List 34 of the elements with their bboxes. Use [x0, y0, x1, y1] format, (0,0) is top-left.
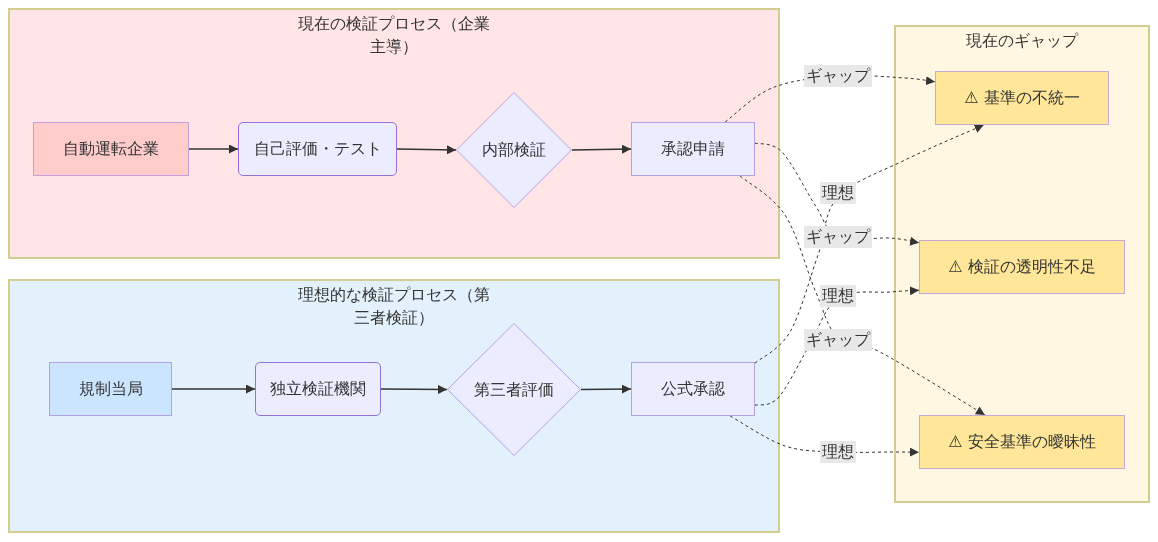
process-box: 公式承認 — [631, 362, 755, 416]
warning-box: ⚠ 安全基準の曖昧性 — [919, 415, 1125, 469]
arrow — [580, 384, 632, 394]
dashed-arrow — [754, 286, 920, 406]
dashed-arrow — [754, 124, 985, 364]
edge-label: ギャップ — [804, 226, 872, 248]
edge-label: ギャップ — [804, 329, 872, 351]
dashed-arrow — [754, 142, 920, 246]
edge-label: 理想 — [820, 285, 856, 307]
arrow — [188, 144, 239, 154]
group-title: 現在のギャップ — [965, 30, 1080, 52]
process-box: 規制当局 — [49, 362, 172, 416]
arrow — [571, 144, 632, 154]
group-panel — [894, 25, 1150, 503]
group-panel — [8, 279, 780, 533]
edge-label: 理想 — [820, 441, 856, 463]
process-box: 承認申請 — [631, 122, 755, 176]
dashed-arrow — [739, 175, 986, 416]
arrow — [171, 384, 256, 394]
decision-diamond: 第三者評価 — [447, 323, 581, 456]
edge-label: 理想 — [820, 182, 856, 204]
arrow — [380, 384, 448, 394]
decision-diamond: 内部検証 — [456, 92, 572, 208]
warning-box: ⚠ 検証の透明性不足 — [919, 240, 1125, 294]
group-title: 現在の検証プロセス（企業主導） — [297, 13, 491, 58]
process-box: 自動運転企業 — [33, 122, 189, 176]
group-panel — [8, 8, 780, 259]
dashed-arrow — [724, 74, 936, 123]
rounded-box: 独立検証機関 — [255, 362, 381, 416]
dashed-arrow — [729, 415, 920, 457]
warning-box: ⚠ 基準の不統一 — [935, 71, 1109, 125]
arrow — [396, 145, 457, 155]
rounded-box: 自己評価・テスト — [238, 122, 397, 176]
edge-label: ギャップ — [804, 65, 872, 87]
